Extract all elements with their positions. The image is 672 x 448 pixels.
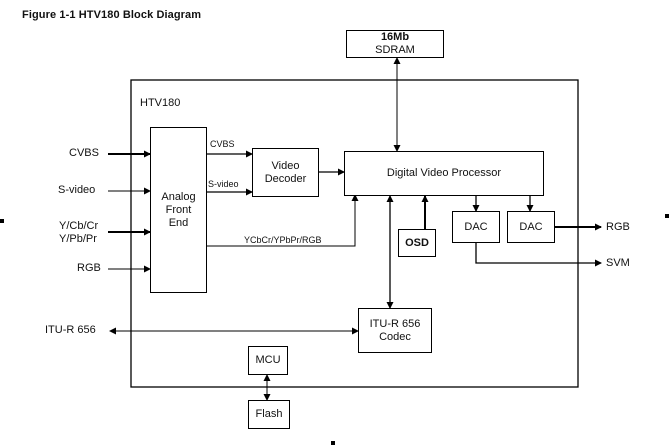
dvp-label: Digital Video Processor xyxy=(386,167,502,179)
signal-cvbs-label: CVBS xyxy=(210,139,235,149)
flash-label: Flash xyxy=(255,408,283,420)
output-svm-label: SVM xyxy=(606,257,630,269)
itu-codec-block: ITU-R 656 Codec xyxy=(358,308,432,353)
sdram-label: SDRAM xyxy=(375,44,415,56)
output-rgb-label: RGB xyxy=(606,221,630,233)
mcu-label: MCU xyxy=(255,354,281,366)
input-rgb-label: RGB xyxy=(77,262,101,274)
input-ycbcr-label: Y/Cb/Cr xyxy=(59,220,99,232)
corner-mark xyxy=(0,219,4,223)
afe-line-2: Front xyxy=(165,203,192,216)
itu-codec-line-1: ITU-R 656 xyxy=(369,317,421,330)
flash-block: Flash xyxy=(248,400,290,429)
signal-component-label: YCbCr/YPbPr/RGB xyxy=(244,235,322,245)
figure-title: Figure 1-1 HTV180 Block Diagram xyxy=(22,9,202,21)
dac-block-2: DAC xyxy=(507,211,555,243)
afe-line-3: End xyxy=(168,216,189,229)
input-ypbpr-label: Y/Pb/Pr xyxy=(59,233,97,245)
dac-1-label: DAC xyxy=(464,220,488,233)
video-decoder-block: Video Decoder xyxy=(252,148,319,197)
chip-label: HTV180 xyxy=(140,97,181,109)
input-svideo-label: S-video xyxy=(58,184,96,196)
digital-video-processor-block: Digital Video Processor xyxy=(344,151,544,196)
sdram-size: 16Mb xyxy=(380,31,410,43)
osd-label: OSD xyxy=(405,236,429,249)
dac-2-label: DAC xyxy=(519,220,543,233)
itu-codec-line-2: Codec xyxy=(379,330,411,343)
sdram-block: 16Mb SDRAM xyxy=(346,30,444,58)
input-itu-label: ITU-R 656 xyxy=(45,324,96,336)
osd-block: OSD xyxy=(398,229,436,257)
signal-svideo-label: S-video xyxy=(208,179,239,189)
afe-line-1: Analog xyxy=(161,190,196,203)
analog-front-end-block: Analog Front End xyxy=(150,127,207,293)
mcu-block: MCU xyxy=(248,346,288,375)
chip-outline xyxy=(130,79,579,388)
dac-block-1: DAC xyxy=(452,211,500,243)
input-cvbs-label: CVBS xyxy=(69,147,99,159)
video-decoder-line-2: Decoder xyxy=(264,172,307,185)
video-decoder-line-1: Video xyxy=(271,159,300,172)
corner-mark xyxy=(665,214,669,218)
corner-mark xyxy=(331,441,335,445)
